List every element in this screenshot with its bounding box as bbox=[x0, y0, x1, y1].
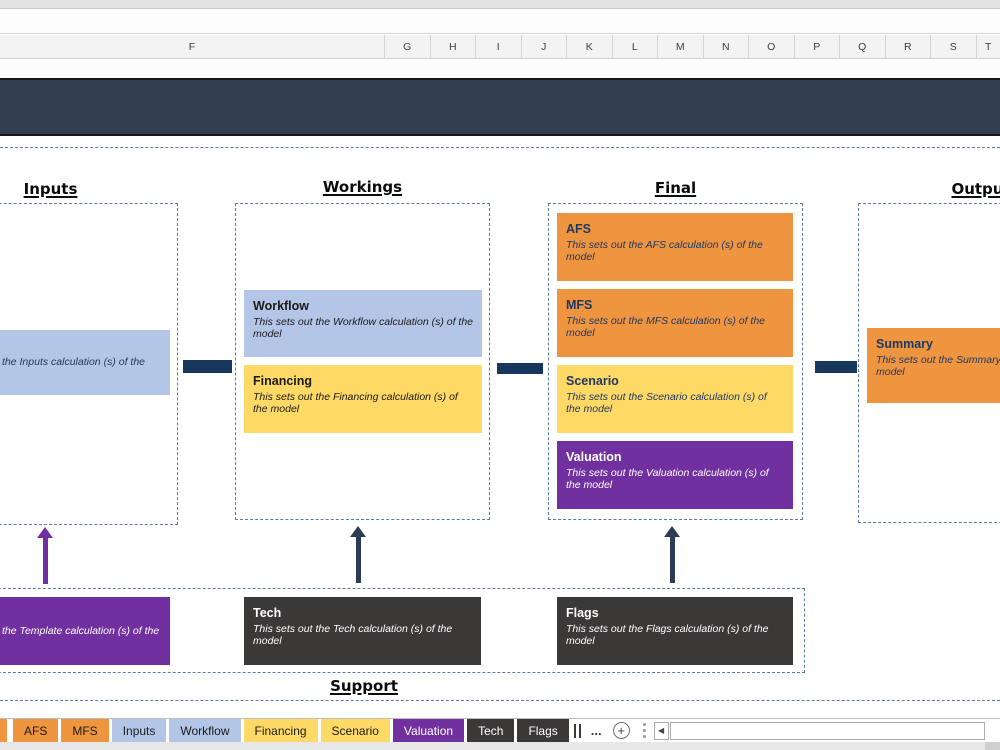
sheet-tab-workflow[interactable]: Workflow bbox=[169, 718, 241, 743]
column-header-N[interactable]: N bbox=[704, 35, 749, 58]
model-map-canvas: Inputs Workings Final Outputs Support bbox=[0, 136, 1000, 718]
left-triangle-icon: ◀ bbox=[658, 726, 665, 735]
box-valuation-title: Valuation bbox=[566, 450, 622, 464]
sheet-tab-bar: AFS MFS Inputs Workflow Financing Scenar… bbox=[0, 718, 1000, 743]
box-afs[interactable]: AFS This sets out the AFS calculation (s… bbox=[557, 213, 793, 281]
box-mfs-title: MFS bbox=[566, 298, 593, 312]
arrow-up-icon bbox=[664, 526, 680, 537]
model-header-band bbox=[0, 78, 1000, 136]
box-tech-title: Tech bbox=[253, 606, 282, 620]
box-financing-desc: This sets out the Financing calculation … bbox=[253, 390, 458, 416]
section-frame-support bbox=[0, 588, 805, 673]
box-financing-title: Financing bbox=[253, 374, 313, 388]
box-workflow-desc: This sets out the Workflow calculation (… bbox=[253, 315, 474, 341]
box-summary-title: Summary bbox=[876, 337, 933, 351]
column-header-row: F G H I J K L M N O P Q R S T bbox=[0, 35, 1000, 59]
column-header-K[interactable]: K bbox=[567, 35, 613, 58]
tab-overflow-ellipsis-icon[interactable]: ... bbox=[590, 723, 602, 738]
box-summary-desc: This sets out the Summary model bbox=[876, 353, 1000, 379]
column-header-L[interactable]: L bbox=[613, 35, 658, 58]
box-mfs-desc: This sets out the MFS calculation (s) of… bbox=[566, 314, 765, 340]
arrow-up-icon bbox=[350, 526, 366, 537]
sheet-tab-valuation[interactable]: Valuation bbox=[392, 718, 465, 743]
box-valuation[interactable]: Valuation This sets out the Valuation ca… bbox=[557, 441, 793, 509]
column-header-T[interactable]: T bbox=[985, 40, 992, 53]
box-summary[interactable]: Summary This sets out the Summary model bbox=[867, 328, 1000, 403]
column-header-R[interactable]: R bbox=[886, 35, 931, 58]
sheet-tab-mfs[interactable]: MFS bbox=[61, 718, 109, 743]
horizontal-scrollbar[interactable] bbox=[669, 721, 985, 740]
box-afs-title: AFS bbox=[566, 222, 591, 236]
column-header-I[interactable]: I bbox=[476, 35, 522, 58]
box-flags[interactable]: Flags This sets out the Flags calculatio… bbox=[557, 597, 793, 665]
window-corner bbox=[985, 742, 1000, 750]
box-flags-desc: This sets out the Flags calculation (s) … bbox=[566, 622, 769, 648]
scroll-left-button[interactable]: ◀ bbox=[653, 721, 669, 740]
box-scenario-desc: This sets out the Scenario calculation (… bbox=[566, 390, 767, 416]
ribbon-edge-strip bbox=[0, 0, 1000, 9]
sheet-tab-afs[interactable]: AFS bbox=[13, 718, 59, 743]
box-template-desc: the Template calculation (s) of the bbox=[2, 624, 160, 637]
connector-final-outputs bbox=[815, 361, 857, 373]
connector-inputs-workings bbox=[183, 360, 232, 373]
sheet-tab-tech[interactable]: Tech bbox=[467, 718, 515, 743]
column-header-J[interactable]: J bbox=[522, 35, 567, 58]
section-title-outputs: Outputs bbox=[951, 180, 1000, 198]
sheet-tab-flags[interactable]: Flags bbox=[517, 718, 569, 743]
box-financing[interactable]: Financing This sets out the Financing ca… bbox=[244, 365, 482, 433]
tab-list-end-separator bbox=[573, 723, 581, 738]
arrow-up-icon bbox=[37, 527, 53, 538]
outer-dashed-border-bottom bbox=[0, 700, 1000, 701]
box-inputs-desc: the Inputs calculation (s) of the bbox=[2, 356, 145, 369]
spreadsheet-row-1[interactable] bbox=[0, 60, 1000, 78]
box-scenario-title: Scenario bbox=[566, 374, 619, 388]
add-sheet-button[interactable]: + bbox=[612, 722, 630, 739]
connector-workings-final bbox=[497, 363, 543, 374]
column-header-P[interactable]: P bbox=[795, 35, 840, 58]
section-title-final: Final bbox=[654, 179, 697, 197]
support-arrow-to-workings bbox=[350, 526, 366, 583]
support-arrow-to-final bbox=[664, 526, 680, 583]
outer-dashed-border-top bbox=[0, 147, 1000, 148]
support-arrow-to-inputs bbox=[37, 527, 53, 584]
section-frame-final bbox=[548, 203, 803, 520]
box-afs-desc: This sets out the AFS calculation (s) of… bbox=[566, 238, 763, 264]
section-frame-outputs bbox=[858, 203, 1000, 523]
column-header-S[interactable]: S bbox=[931, 35, 977, 58]
column-header-F[interactable]: F bbox=[0, 35, 385, 58]
box-mfs[interactable]: MFS This sets out the MFS calculation (s… bbox=[557, 289, 793, 357]
sheet-tab-scenario[interactable]: Scenario bbox=[320, 718, 390, 743]
box-tech[interactable]: Tech This sets out the Tech calculation … bbox=[244, 597, 481, 665]
column-header-Q[interactable]: Q bbox=[840, 35, 886, 58]
section-title-support: Support bbox=[330, 677, 398, 695]
plus-icon: + bbox=[617, 723, 625, 738]
column-header-G[interactable]: G bbox=[385, 35, 431, 58]
status-bar-strip bbox=[0, 742, 1000, 750]
section-frame-inputs bbox=[0, 203, 178, 525]
column-header-O[interactable]: O bbox=[749, 35, 795, 58]
box-workflow-title: Workflow bbox=[253, 299, 310, 313]
section-frame-workings bbox=[235, 203, 490, 520]
box-template[interactable]: the Template calculation (s) of the bbox=[0, 597, 170, 665]
sheet-tab-inputs[interactable]: Inputs bbox=[111, 718, 167, 743]
column-header-M[interactable]: M bbox=[658, 35, 704, 58]
section-title-workings: Workings bbox=[322, 178, 403, 196]
section-title-inputs: Inputs bbox=[23, 180, 78, 198]
box-valuation-desc: This sets out the Valuation calculation … bbox=[566, 466, 769, 492]
box-scenario[interactable]: Scenario This sets out the Scenario calc… bbox=[557, 365, 793, 433]
tab-bar-resize-grip[interactable] bbox=[642, 723, 646, 738]
box-flags-title: Flags bbox=[566, 606, 599, 620]
box-tech-desc: This sets out the Tech calculation (s) o… bbox=[253, 622, 453, 648]
box-inputs[interactable]: the Inputs calculation (s) of the bbox=[0, 330, 170, 395]
sheet-tab-financing[interactable]: Financing bbox=[243, 718, 318, 743]
box-workflow[interactable]: Workflow This sets out the Workflow calc… bbox=[244, 290, 482, 357]
formula-bar[interactable] bbox=[0, 10, 1000, 34]
sheet-tab-partial[interactable] bbox=[0, 718, 7, 743]
column-header-H[interactable]: H bbox=[431, 35, 476, 58]
